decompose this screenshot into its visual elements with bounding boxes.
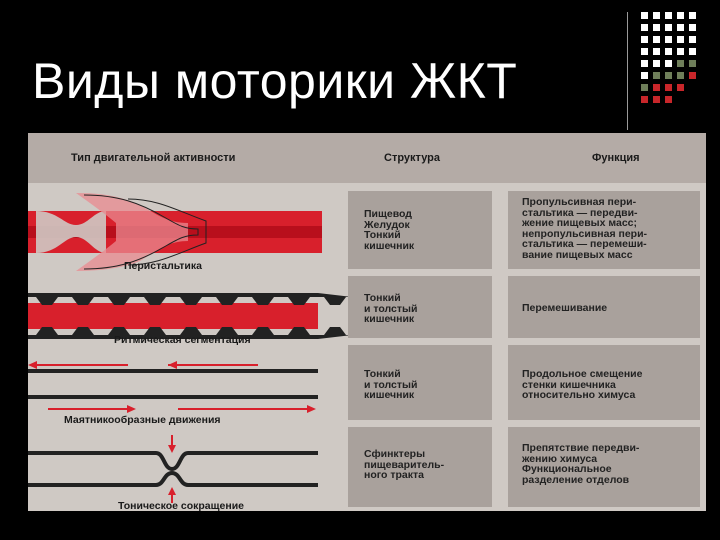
decorative-dot	[677, 60, 684, 67]
pendular-diagram: Маятникообразные движения	[28, 361, 318, 426]
decorative-dot	[665, 12, 672, 19]
structure-box-4	[348, 427, 492, 507]
motility-diagrams: Перистальтика Ритмическая сегментация Ма…	[28, 193, 348, 511]
decorative-dot	[641, 24, 648, 31]
decorative-dot	[689, 72, 696, 79]
header-function: Функция	[592, 152, 640, 164]
decorative-dot	[689, 60, 696, 67]
decorative-dot-grid	[641, 12, 705, 108]
structure-box-1	[348, 191, 492, 269]
function-box-4	[508, 427, 700, 507]
peristalsis-constriction-1	[36, 211, 106, 253]
decorative-dot	[665, 84, 672, 91]
peristalsis-diagram: Перистальтика	[28, 193, 322, 272]
peristalsis-wave-outline-2	[127, 198, 207, 266]
tonic-diagram: Тоническое сокращение	[28, 435, 318, 511]
decorative-dot	[641, 84, 648, 91]
decorative-dot	[641, 96, 648, 103]
title-divider	[627, 12, 628, 130]
peristalsis-wave-outline	[83, 194, 199, 270]
pendular-wall-bottom	[28, 395, 318, 399]
segmentation-top-wall	[28, 293, 348, 305]
decorative-dot	[677, 12, 684, 19]
structure-box-2	[348, 276, 492, 338]
decorative-dot	[689, 48, 696, 55]
decorative-dot	[677, 72, 684, 79]
row2-function: Перемешивание	[522, 302, 608, 314]
row4-structure: Сфинктеры пищеваритель- ного тракта	[364, 448, 445, 481]
decorative-dot	[653, 12, 660, 19]
structure-box-3	[348, 345, 492, 420]
decorative-dot	[665, 96, 672, 103]
motility-figure: Тип двигательной активности Структура Фу…	[28, 133, 706, 511]
function-box-3	[508, 345, 700, 420]
caption-peristalsis: Перистальтика	[124, 260, 202, 272]
row4-function: Препятствие передви- жению химуса Функци…	[522, 442, 640, 486]
tonic-wall-top	[28, 451, 318, 472]
slide-title: Виды моторики ЖКТ	[32, 53, 518, 109]
decorative-dot	[665, 48, 672, 55]
decorative-dot	[641, 60, 648, 67]
figure-header: Тип двигательной активности Структура Фу…	[28, 133, 706, 183]
decorative-dot	[653, 84, 660, 91]
decorative-dot	[653, 96, 660, 103]
decorative-dot	[665, 60, 672, 67]
decorative-dot	[653, 48, 660, 55]
decorative-dot	[653, 24, 660, 31]
caption-segmentation: Ритмическая сегментация	[114, 334, 251, 346]
decorative-dot	[641, 72, 648, 79]
pendular-arrowhead-4	[307, 405, 316, 413]
decorative-dot	[641, 12, 648, 19]
decorative-dot	[641, 36, 648, 43]
row2-structure: Тонкий и толстый кишечник	[364, 292, 418, 325]
segmentation-diagram: Ритмическая сегментация	[28, 293, 348, 346]
pendular-arrowhead-3	[127, 405, 136, 413]
row3-structure: Тонкий и толстый кишечник	[364, 368, 418, 401]
decorative-dot	[653, 36, 660, 43]
pendular-arrowhead-1	[28, 361, 37, 369]
row1-function: Пропульсивная пери- стальтика — передви-…	[522, 196, 648, 261]
segmentation-tube	[28, 303, 318, 329]
peristalsis-wave-pink	[76, 193, 188, 271]
decorative-dot	[677, 84, 684, 91]
segmentation-bottom-wall	[28, 327, 348, 339]
decorative-dot	[653, 72, 660, 79]
function-box-1	[508, 191, 700, 269]
tonic-arrowhead-top	[168, 445, 176, 453]
decorative-dot	[677, 24, 684, 31]
row3-function: Продольное смещение стенки кишечника отн…	[522, 368, 643, 401]
decorative-dot	[677, 36, 684, 43]
decorative-dot	[665, 24, 672, 31]
decorative-dot	[665, 36, 672, 43]
pendular-arrowhead-2	[168, 361, 177, 369]
header-activity: Тип двигательной активности	[71, 152, 236, 164]
pendular-wall-top	[28, 369, 318, 373]
row1-structure: Пищевод Желудок Тонкий кишечник	[364, 208, 415, 252]
caption-tonic: Тоническое сокращение	[118, 500, 244, 511]
decorative-dot	[653, 60, 660, 67]
decorative-dot	[677, 48, 684, 55]
tonic-arrowhead-bottom	[168, 487, 176, 495]
caption-pendular: Маятникообразные движения	[64, 414, 221, 426]
decorative-dot	[689, 12, 696, 19]
decorative-dot	[689, 24, 696, 31]
decorative-dot	[665, 72, 672, 79]
function-box-2	[508, 276, 700, 338]
decorative-dot	[641, 48, 648, 55]
tonic-wall-bottom	[28, 470, 318, 487]
header-structure: Структура	[384, 152, 440, 164]
decorative-dot	[689, 36, 696, 43]
